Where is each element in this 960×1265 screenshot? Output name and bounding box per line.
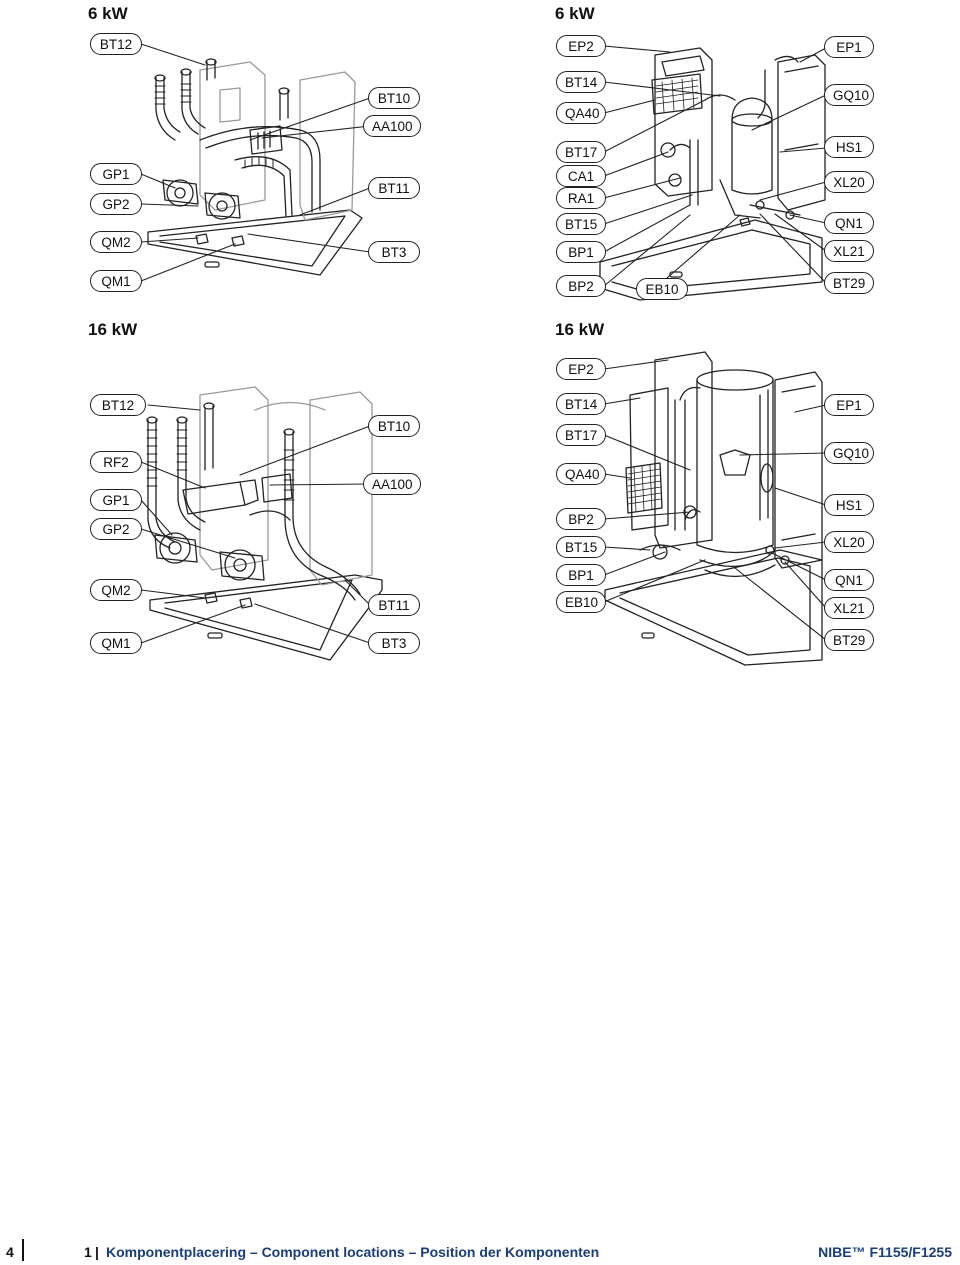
component-label: RF2: [90, 451, 142, 473]
chapter-number: 1: [84, 1244, 92, 1260]
component-label: BT12: [90, 394, 146, 416]
component-label: BT15: [556, 536, 606, 558]
component-label: XL21: [824, 240, 874, 262]
component-label: BT11: [368, 177, 420, 199]
component-label: BP2: [556, 275, 606, 297]
component-label: BT14: [556, 393, 606, 415]
component-label: GP2: [90, 518, 142, 540]
component-label: QM1: [90, 270, 142, 292]
component-label: BP1: [556, 241, 606, 263]
component-label: EP1: [824, 36, 874, 58]
footer-rule: [22, 1239, 24, 1261]
component-label: QM2: [90, 231, 142, 253]
page-footer: 4 1 | Komponentplacering – Component loc…: [0, 1236, 960, 1264]
component-label: EB10: [636, 278, 688, 300]
section-title: Komponentplacering – Component locations…: [106, 1244, 600, 1260]
panel-title-16kw-right: 16 kW: [555, 320, 605, 339]
component-label: BT29: [824, 629, 874, 651]
component-label: EP2: [556, 35, 606, 57]
component-label: HS1: [824, 136, 874, 158]
component-label: XL21: [824, 597, 874, 619]
component-label: HS1: [824, 494, 874, 516]
component-label: EP1: [824, 394, 874, 416]
component-label: GP1: [90, 489, 142, 511]
component-label: AA100: [363, 115, 421, 137]
component-label: CA1: [556, 165, 606, 187]
component-label: AA100: [363, 473, 421, 495]
component-label: BP1: [556, 564, 606, 586]
brand-model: NIBE™ F1155/F1255: [818, 1244, 952, 1260]
component-label: BT17: [556, 141, 606, 163]
panel-title-6kw-right: 6 kW: [555, 4, 595, 23]
component-label: BT10: [368, 87, 420, 109]
component-label: RA1: [556, 187, 606, 209]
page-number: 4: [6, 1244, 14, 1260]
component-label: GQ10: [824, 84, 874, 106]
panel-title-16kw-left: 16 kW: [88, 320, 138, 339]
leaders-6kw-left: [140, 43, 371, 282]
component-label: BT29: [824, 272, 874, 294]
component-label: XL20: [824, 531, 874, 553]
illustration-16kw-cooling: [604, 351, 823, 666]
component-label: BT3: [368, 241, 420, 263]
component-label: EP2: [556, 358, 606, 380]
component-label: BT17: [556, 424, 606, 446]
component-label: QA40: [556, 102, 606, 124]
component-label: BT10: [368, 415, 420, 437]
component-label: QM2: [90, 579, 142, 601]
component-label: QN1: [824, 569, 874, 591]
component-label: EB10: [556, 591, 606, 613]
panel-title-6kw-left: 6 kW: [88, 4, 128, 23]
component-label: GP1: [90, 163, 142, 185]
component-label: BT11: [368, 594, 420, 616]
illustration-16kw-hydraulic: [146, 386, 383, 661]
component-label: BT14: [556, 71, 606, 93]
component-label: BP2: [556, 508, 606, 530]
leaders-16kw-left: [140, 404, 371, 644]
chapter-separator: |: [95, 1244, 99, 1260]
component-label: QM1: [90, 632, 142, 654]
component-label: BT12: [90, 33, 142, 55]
component-illustrations: [140, 43, 827, 666]
component-label: BT15: [556, 213, 606, 235]
illustration-6kw-hydraulic: [147, 58, 363, 276]
component-label: BT3: [368, 632, 420, 654]
component-label: QN1: [824, 212, 874, 234]
component-label: QA40: [556, 463, 606, 485]
leaders-16kw-right: [603, 359, 827, 641]
component-label: XL20: [824, 171, 874, 193]
component-label: GP2: [90, 193, 142, 215]
component-label: GQ10: [824, 442, 874, 464]
leaders-6kw-right: [603, 45, 827, 287]
